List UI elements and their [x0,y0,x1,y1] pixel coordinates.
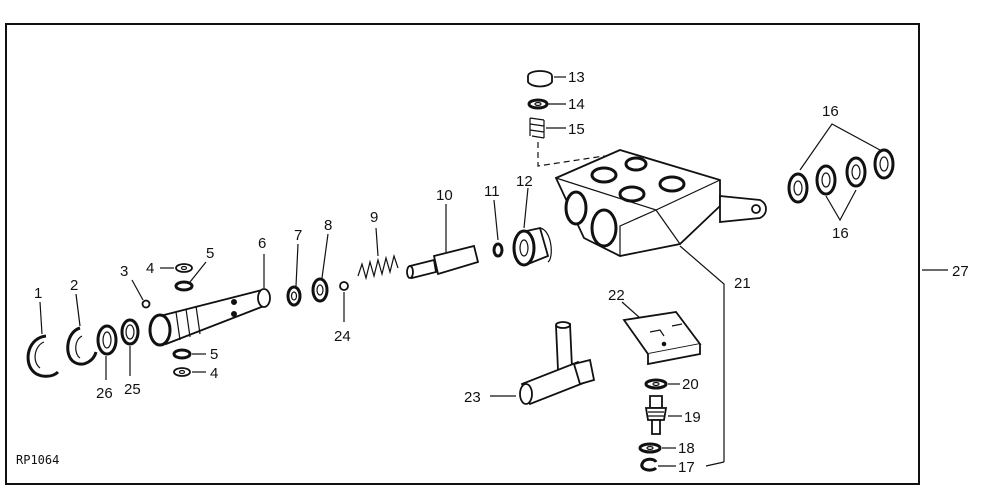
label-18: 18 [678,440,695,457]
part-18-washer [638,442,662,454]
part-23-lever [519,321,596,406]
part-9-spring [357,253,399,281]
label-20: 20 [682,376,699,393]
leader-3 [131,279,144,301]
label-15: 15 [568,121,585,138]
leader-1 [39,301,43,335]
label-12: 12 [516,173,533,190]
part-17-retaining-ring [640,457,658,472]
label-10: 10 [436,187,453,204]
part-11-o-ring [492,242,504,258]
label-14: 14 [568,96,585,113]
label-6: 6 [258,235,266,252]
part-1-snap-ring [26,334,60,378]
label-4-lower: 4 [210,365,218,382]
leader-8 [321,233,329,279]
part-6-spool [148,288,271,347]
label-16-upper: 16 [822,103,839,120]
label-4-upper: 4 [146,260,154,277]
leader-5-upper [189,261,207,283]
label-24: 24 [334,328,351,345]
figure-code: RP1064 [16,453,59,467]
label-5-lower: 5 [210,346,218,363]
leader-21 [679,245,725,462]
label-13: 13 [568,69,585,86]
part-2-ring [66,326,98,366]
label-3: 3 [120,263,128,280]
label-19: 19 [684,409,701,426]
part-25-washer [120,318,140,346]
leader-12 [523,187,529,229]
label-1: 1 [34,285,42,302]
part-24-ball [339,281,349,291]
label-16-lower: 16 [832,225,849,242]
part-21-valve-housing [554,149,767,257]
diagram-frame [5,23,920,485]
leader-16-lower [825,189,857,222]
leader-7 [295,243,299,287]
leader-22 [621,301,641,319]
part-5-lower-seal [172,348,192,360]
label-27: 27 [952,263,969,280]
part-15-spring [529,117,545,139]
part-14-washer [527,98,549,110]
part-16-seals [787,148,895,204]
label-7: 7 [294,227,302,244]
label-9: 9 [370,209,378,226]
part-3-ball [141,299,151,309]
label-22: 22 [608,287,625,304]
label-25: 25 [124,381,141,398]
label-23: 23 [464,389,481,406]
part-4-upper-washer [175,263,193,273]
part-12-cap [512,226,552,267]
part-4-upper-washer-hole [180,265,188,271]
part-22-bracket [622,311,702,366]
leader-9 [375,227,379,257]
label-26: 26 [96,385,113,402]
part-4-lower-washer [173,367,191,377]
part-7-washer [286,285,302,307]
label-11: 11 [484,183,500,200]
label-8: 8 [324,217,332,234]
part-5-upper-seal [174,280,194,292]
part-19-screw [644,395,668,435]
part-13-plug [527,70,553,88]
label-21: 21 [734,275,751,292]
leader-2 [75,293,81,327]
label-2: 2 [70,277,78,294]
label-5-upper: 5 [206,245,214,262]
leader-17 [658,461,725,467]
leader-16-upper [799,123,881,171]
part-8-washer [311,277,329,303]
part-4-lower-washer-hole [178,369,186,375]
part-26-washer [96,324,118,356]
part-20-washer [644,378,668,390]
label-17: 17 [678,459,695,476]
assembly-dashed-line [537,142,607,173]
part-10-plunger [406,244,480,280]
leader-11 [493,199,499,241]
